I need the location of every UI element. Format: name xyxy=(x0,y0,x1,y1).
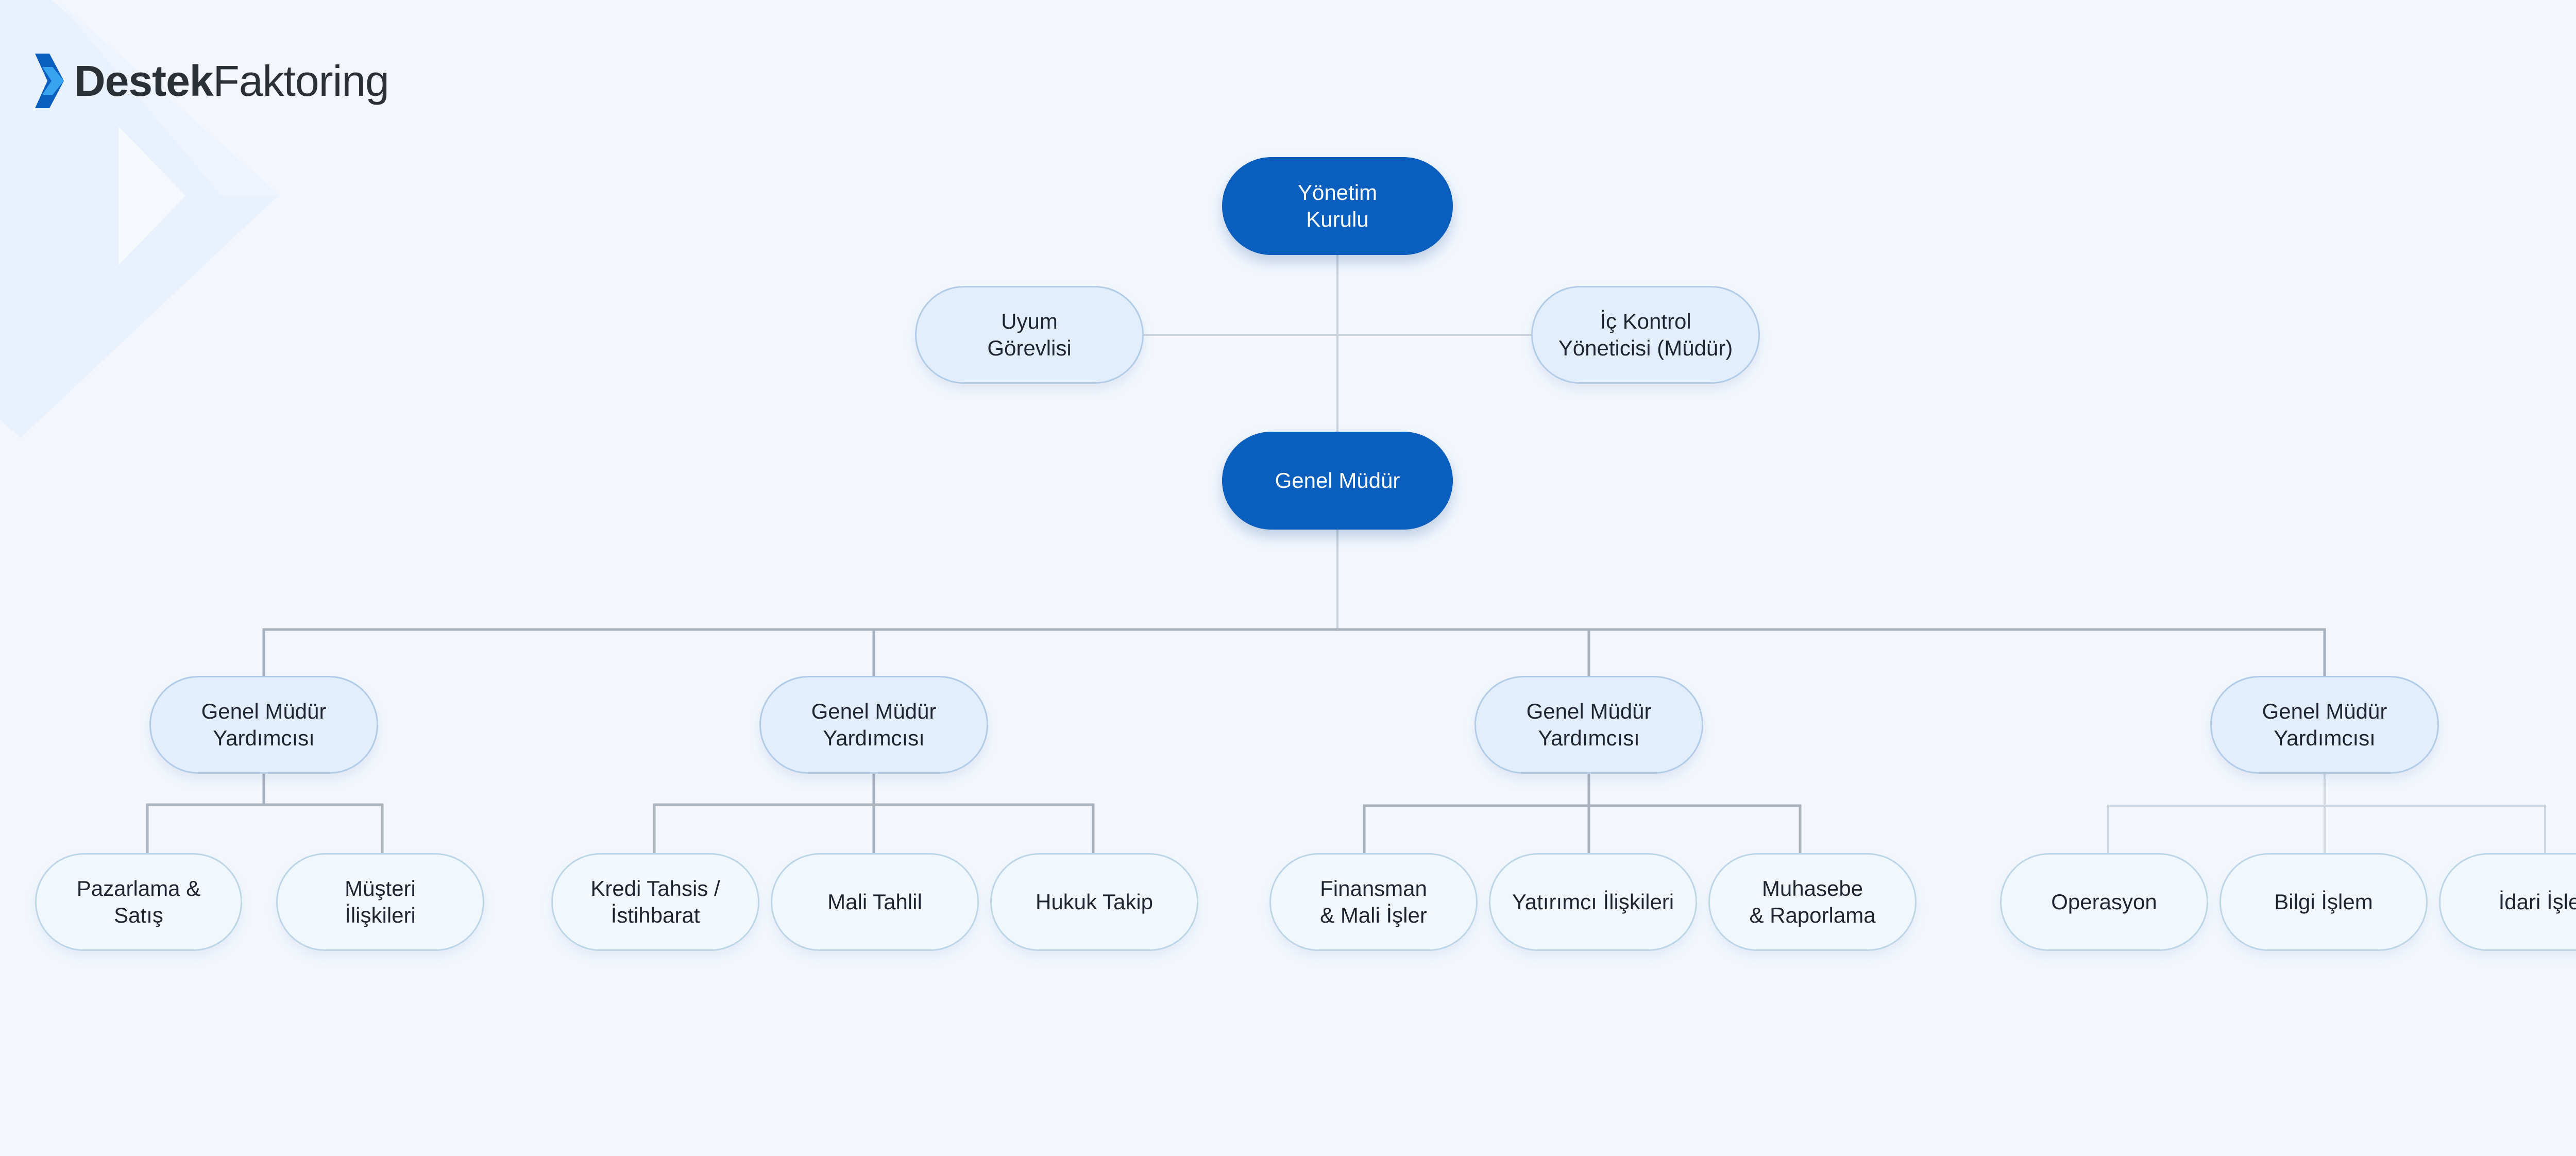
background-chevron-decoration xyxy=(0,0,281,438)
node-deputy-1: Genel Müdür Yardımcısı xyxy=(149,676,378,774)
node-compliance-officer: Uyum Görevlisi xyxy=(915,286,1144,384)
node-unit-legal-follow-up: Hukuk Takip xyxy=(990,853,1198,951)
node-unit-finance: Finansman & Mali İşler xyxy=(1269,853,1478,951)
node-unit-it: Bilgi İşlem xyxy=(2219,853,2428,951)
logo-chevron-icon xyxy=(35,54,64,108)
node-deputy-4: Genel Müdür Yardımcısı xyxy=(2210,676,2439,774)
logo-wordmark: DestekFaktoring xyxy=(74,59,389,103)
node-deputy-3: Genel Müdür Yardımcısı xyxy=(1475,676,1703,774)
node-unit-label: İdari İşler xyxy=(2498,890,2576,914)
destek-faktoring-logo: DestekFaktoring xyxy=(32,47,389,114)
node-unit-operations: Operasyon xyxy=(2000,853,2208,951)
node-unit-credit-intelligence: Kredi Tahsis / İstihbarat xyxy=(551,853,759,951)
node-unit-label: Pazarlama & Satış xyxy=(76,876,201,927)
node-deputy-1-label: Genel Müdür Yardımcısı xyxy=(201,699,327,750)
node-internal-control-label: İç Kontrol Yöneticisi (Müdür) xyxy=(1558,309,1733,360)
node-compliance-officer-label: Uyum Görevlisi xyxy=(987,309,1072,360)
node-unit-label: Finansman & Mali İşler xyxy=(1320,876,1427,927)
node-deputy-4-label: Genel Müdür Yardımcısı xyxy=(2262,699,2387,750)
node-unit-customer-relations: Müşteri İlişkileri xyxy=(276,853,484,951)
node-unit-label: Kredi Tahsis / İstihbarat xyxy=(590,876,720,927)
node-deputy-3-label: Genel Müdür Yardımcısı xyxy=(1526,699,1652,750)
node-unit-marketing-sales: Pazarlama & Satış xyxy=(35,853,242,951)
node-unit-financial-analysis: Mali Tahlil xyxy=(771,853,979,951)
node-board-label: Yönetim Kurulu xyxy=(1297,180,1378,231)
node-unit-label: Bilgi İşlem xyxy=(2274,890,2373,914)
node-unit-label: Müşteri İlişkileri xyxy=(345,876,416,927)
node-unit-label: Mali Tahlil xyxy=(827,890,922,914)
node-board: Yönetim Kurulu xyxy=(1222,157,1453,255)
node-unit-accounting-reporting: Muhasebe & Raporlama xyxy=(1708,853,1917,951)
logo-text-regular: Faktoring xyxy=(213,57,389,105)
node-unit-investor-relations: Yatırımcı İlişkileri xyxy=(1489,853,1697,951)
node-unit-label: Operasyon xyxy=(2051,890,2157,914)
logo-text-bold: Destek xyxy=(74,57,214,105)
node-unit-label: Hukuk Takip xyxy=(1035,890,1153,914)
node-internal-control: İç Kontrol Yöneticisi (Müdür) xyxy=(1531,286,1760,384)
node-unit-label: Muhasebe & Raporlama xyxy=(1749,876,1876,927)
node-ceo-label: Genel Müdür xyxy=(1275,468,1400,492)
node-deputy-2-label: Genel Müdür Yardımcısı xyxy=(811,699,937,750)
node-unit-administrative-affairs: İdari İşler xyxy=(2439,853,2576,951)
node-ceo: Genel Müdür xyxy=(1222,432,1453,530)
node-deputy-2: Genel Müdür Yardımcısı xyxy=(759,676,988,774)
node-unit-label: Yatırımcı İlişkileri xyxy=(1512,890,1674,914)
